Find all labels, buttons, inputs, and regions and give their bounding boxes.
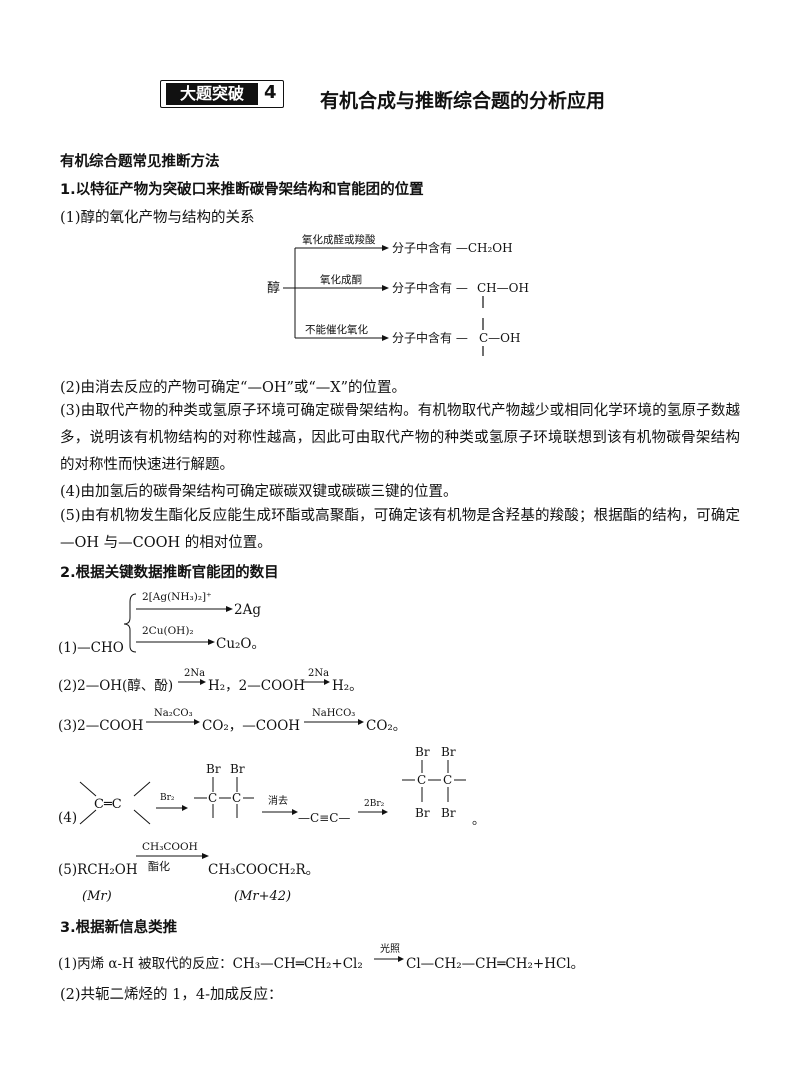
scheme-branch3-prefix: 分子中含有 — xyxy=(392,330,468,345)
r3-reagent2: NaHCO₃ xyxy=(312,708,355,719)
reaction-propene-substitution: (1)丙烯 α-H 被取代的反应：CH₃—CH═CH₂+Cl₂ 光照 Cl—CH… xyxy=(58,942,584,972)
r4-reagent2: 消去 xyxy=(268,794,288,807)
r1-prefix: (1)—CHO xyxy=(58,640,124,656)
r4-end: 。 xyxy=(472,813,485,828)
scheme-branch3-group: C—OH xyxy=(479,331,520,345)
alcohol-oxidation-scheme: 醇 氧化成醛或羧酸 分子中含有 —CH₂OH 氧化成酮 分子中含有 — CH—O… xyxy=(267,233,529,356)
r5-left-mass: (Mr) xyxy=(82,889,112,904)
r5-right: CH₃COOCH₂R。 xyxy=(208,862,319,878)
scheme-branch2-prefix: 分子中含有 — xyxy=(392,280,468,295)
reaction-aldehyde: (1)—CHO 2[Ag(NH₃)₂]⁺ 2Ag 2Cu(OH)₂ Cu₂O。 xyxy=(58,591,265,656)
r4-c1: C xyxy=(208,791,217,805)
r4-br4: Br xyxy=(441,745,456,759)
r3-reagent1: Na₂CO₃ xyxy=(154,708,193,719)
r2-mid: H₂，2—COOH xyxy=(208,678,305,694)
scheme-branch2-group: CH—OH xyxy=(477,281,529,295)
r3-mid: CO₂，—COOH xyxy=(202,718,300,734)
p3-item1-reagent: 光照 xyxy=(380,942,400,955)
part3-item2: (2)共轭二烯烃的 1，4-加成反应： xyxy=(60,987,283,1003)
badge-frame xyxy=(160,80,284,108)
p3-item1-left: (1)丙烯 α-H 被取代的反应：CH₃—CH═CH₂+Cl₂ xyxy=(58,955,363,972)
r2-reagent1: 2Na xyxy=(184,668,205,679)
r4-br2: Br xyxy=(230,762,245,776)
r4-prefix: (4) xyxy=(58,810,77,826)
r2-end: H₂。 xyxy=(332,678,363,694)
part2-heading: 2.根据关键数据推断官能团的数目 xyxy=(60,565,279,581)
r4-c4: C xyxy=(443,773,452,787)
scheme-branch1-label: 氧化成醛或羧酸 xyxy=(302,233,376,246)
r5-left: (5)RCH₂OH xyxy=(58,862,138,878)
p3-item1-right: Cl—CH₂—CH═CH₂+HCl。 xyxy=(406,956,584,972)
scheme-reactant: 醇 xyxy=(267,280,280,296)
r5-reagent-top: CH₃COOH xyxy=(142,841,198,853)
r4-c3: C xyxy=(417,773,426,787)
reaction-bromination: (4) C═C Br₂ Br Br C C 消去 —C≡C— 2Br₂ Br B… xyxy=(58,745,485,828)
scheme-branch1-product: 分子中含有 —CH₂OH xyxy=(392,240,513,255)
r4-reagent3: 2Br₂ xyxy=(364,799,385,809)
r4-br3: Br xyxy=(415,745,430,759)
r4-br5: Br xyxy=(415,806,430,820)
r4-reagent1: Br₂ xyxy=(160,793,175,803)
r5-reagent-bottom: 酯化 xyxy=(148,859,170,873)
part1-item2: (2)由消去反应的产物可确定“—OH”或“—X”的位置。 xyxy=(60,380,407,396)
r4-alkene: C═C xyxy=(94,797,122,812)
r5-right-mass: (Mr+42) xyxy=(234,889,291,904)
scheme-branch3-label: 不能催化氧化 xyxy=(305,323,368,336)
part1-item5: (5)由有机物发生酯化反应能生成环酯或高聚酯，可确定该有机物是含羟基的羧酸；根据… xyxy=(60,508,740,551)
reaction-esterification: CH₃COOH 酯化 (5)RCH₂OH CH₃COOCH₂R。 (Mr) (M… xyxy=(58,841,319,904)
part1-item3: (3)由取代产物的种类或氢原子环境可确定碳骨架结构。有机物取代产物越少或相同化学… xyxy=(60,403,740,473)
r3-end: CO₂。 xyxy=(366,718,406,734)
part1-item1: (1)醇的氧化产物与结构的关系 xyxy=(60,210,255,226)
badge-label: 大题突破 xyxy=(166,83,258,105)
part1-item4: (4)由加氢后的碳骨架结构可确定碳碳双键或碳碳三键的位置。 xyxy=(60,484,458,500)
r2-reagent2: 2Na xyxy=(308,668,329,679)
r4-br1: Br xyxy=(206,762,221,776)
r4-alkyne: —C≡C— xyxy=(298,811,350,825)
section-heading: 有机综合题常见推断方法 xyxy=(60,154,220,170)
reaction-sodium: (2)2—OH(醇、酚) 2Na H₂，2—COOH 2Na H₂。 xyxy=(58,668,363,694)
page-title: 有机合成与推断综合题的分析应用 xyxy=(320,90,606,112)
part3-heading: 3.根据新信息类推 xyxy=(60,920,178,936)
r1-top-reagent: 2[Ag(NH₃)₂]⁺ xyxy=(142,591,212,603)
r1-bottom-reagent: 2Cu(OH)₂ xyxy=(142,625,194,637)
r3-left: (3)2—COOH xyxy=(58,718,144,734)
r4-br6: Br xyxy=(441,806,456,820)
scheme-branch2-label: 氧化成酮 xyxy=(320,273,362,286)
part1-heading: 1.以特征产物为突破口来推断碳骨架结构和官能团的位置 xyxy=(60,182,424,198)
badge-number: 4 xyxy=(264,82,277,103)
r1-top-product: 2Ag xyxy=(234,602,261,618)
reaction-carbonate: (3)2—COOH Na₂CO₃ CO₂，—COOH NaHCO₃ CO₂。 xyxy=(58,708,406,734)
r4-c2: C xyxy=(232,791,241,805)
r1-bottom-product: Cu₂O。 xyxy=(216,636,265,652)
r2-left: (2)2—OH(醇、酚) xyxy=(58,677,173,694)
